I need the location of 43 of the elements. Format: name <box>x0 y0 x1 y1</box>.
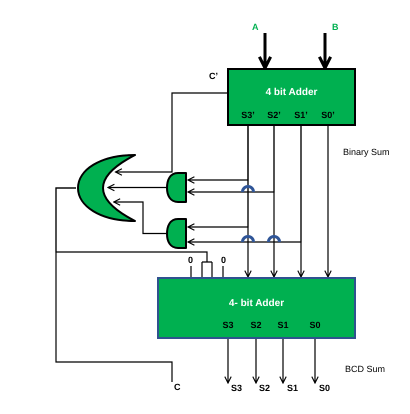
port-label: S0’ <box>321 110 335 124</box>
arrow <box>114 92 227 176</box>
arrow <box>311 337 319 384</box>
port-label: S1’ <box>294 110 308 124</box>
wire <box>55 187 173 382</box>
arrow <box>113 198 166 234</box>
wire <box>222 266 224 277</box>
output-label: C <box>174 382 180 393</box>
arrow <box>187 124 249 231</box>
wire <box>190 266 192 277</box>
adder-block <box>157 277 356 339</box>
output-label: S1 <box>287 383 298 394</box>
arrow <box>324 124 332 278</box>
input-label: A <box>252 22 258 33</box>
edge-label: C’ <box>209 71 218 82</box>
input-label: B <box>332 22 338 33</box>
port-label: S3’ <box>241 110 255 124</box>
arrow <box>187 124 275 196</box>
port-label: S3 <box>222 320 234 337</box>
input-value: 0 <box>221 255 226 266</box>
output-label: S3 <box>231 383 242 394</box>
arrow <box>187 124 302 246</box>
arrow <box>224 337 232 384</box>
output-label: S0 <box>319 383 330 394</box>
adder-block <box>227 68 356 126</box>
arrow <box>107 184 166 192</box>
signal-label: BCD Sum <box>345 364 386 375</box>
signal-label: Binary Sum <box>343 147 390 158</box>
and-gate <box>166 172 188 204</box>
arrow <box>258 33 272 70</box>
or-gate <box>76 153 137 223</box>
block-title: 4 bit Adder <box>266 87 318 98</box>
port-label: S2’ <box>267 110 281 124</box>
input-value: 0 <box>188 255 194 266</box>
port-label: S0 <box>310 320 320 337</box>
block-title: 4- bit Adder <box>228 298 284 309</box>
arrow <box>279 337 287 384</box>
port-label: S1 <box>278 320 288 337</box>
arrow <box>318 33 332 70</box>
port-label: S2 <box>250 320 262 337</box>
output-label: S2 <box>259 383 270 394</box>
and-gate <box>166 218 188 250</box>
arrow <box>252 337 260 384</box>
